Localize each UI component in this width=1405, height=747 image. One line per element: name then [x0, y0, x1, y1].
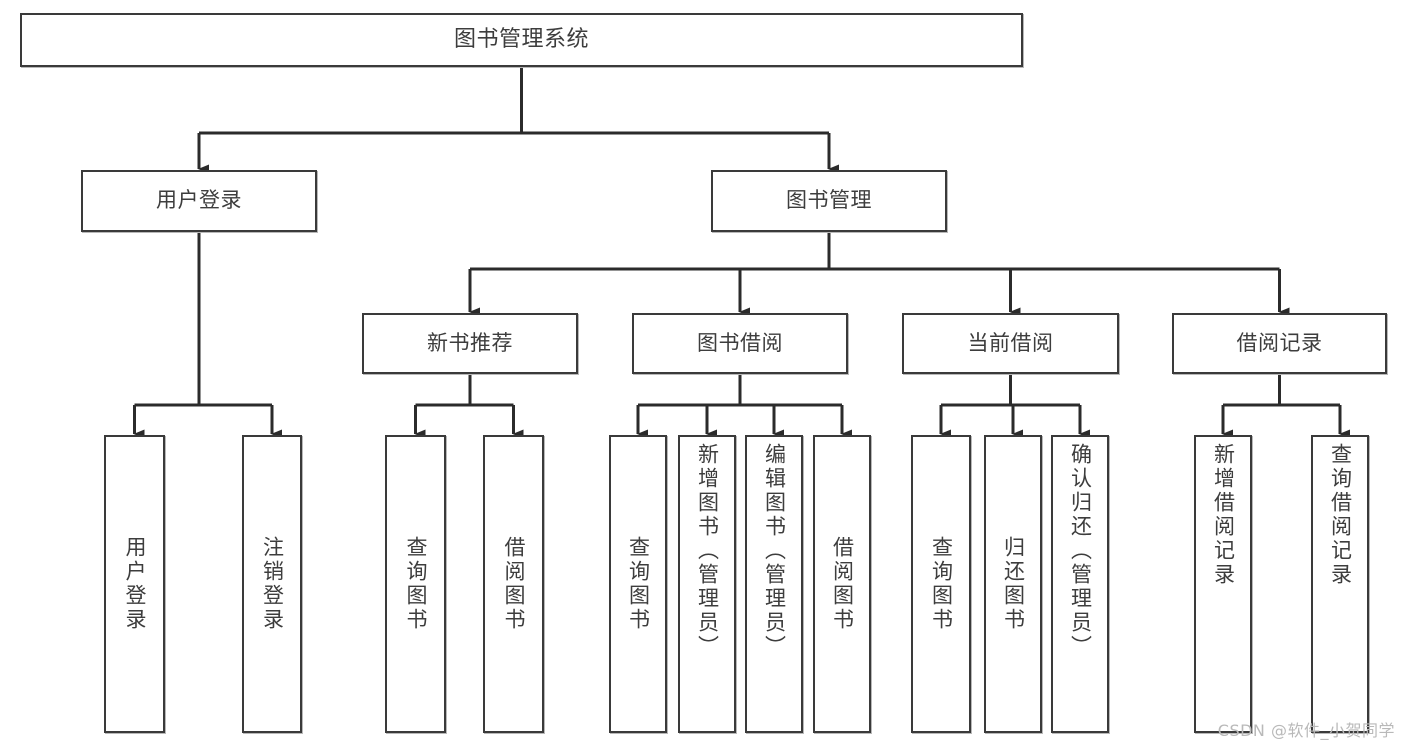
node-label-book-management: 图书管理	[786, 188, 872, 213]
node-book-borrow: 图书借阅	[632, 313, 848, 374]
node-label-book-borrow: 图书借阅	[697, 330, 783, 355]
node-user-login: 用户登录	[81, 170, 317, 232]
node-label-leaf-query-book-borrow: 查询图书	[626, 536, 651, 632]
node-label-leaf-query-book-current: 查询图书	[929, 536, 954, 632]
node-label-new-book-recommend: 新书推荐	[427, 330, 513, 355]
node-label-leaf-logout-login: 注销登录	[260, 536, 285, 632]
node-label-leaf-edit-book-admin: 编辑图书（管理员）	[762, 443, 787, 659]
node-leaf-query-book-current: 查询图书	[911, 435, 971, 733]
node-label-borrow-record: 借阅记录	[1236, 330, 1323, 355]
watermark-label: CSDN @软件_小贺同学	[1217, 721, 1395, 740]
node-label-leaf-add-book-admin: 新增图书（管理员）	[695, 443, 720, 659]
node-borrow-record: 借阅记录	[1172, 313, 1387, 374]
node-leaf-logout-login: 注销登录	[242, 435, 302, 733]
node-label-leaf-add-borrow-record: 新增借阅记录	[1211, 443, 1236, 587]
node-leaf-borrow-book-recommend: 借阅图书	[483, 435, 544, 733]
node-leaf-add-borrow-record: 新增借阅记录	[1194, 435, 1252, 733]
node-leaf-edit-book-admin: 编辑图书（管理员）	[745, 435, 803, 733]
node-label-root: 图书管理系统	[453, 26, 589, 52]
node-root: 图书管理系统	[20, 13, 1023, 67]
node-leaf-return-book: 归还图书	[984, 435, 1042, 733]
node-leaf-user-login: 用户登录	[104, 435, 165, 733]
node-label-user-login: 用户登录	[156, 188, 242, 213]
node-leaf-add-book-admin: 新增图书（管理员）	[678, 435, 736, 733]
node-label-leaf-borrow-book-recommend: 借阅图书	[502, 536, 526, 632]
node-label-leaf-user-login: 用户登录	[123, 536, 147, 632]
node-leaf-query-borrow-record: 查询借阅记录	[1311, 435, 1369, 733]
node-leaf-borrow-book: 借阅图书	[813, 435, 871, 733]
node-label-leaf-return-book: 归还图书	[1001, 536, 1026, 632]
node-label-current-borrow: 当前借阅	[967, 330, 1054, 355]
node-label-leaf-query-borrow-record: 查询借阅记录	[1328, 443, 1353, 587]
node-label-leaf-confirm-return-admin: 确认归还（管理员）	[1068, 443, 1093, 659]
node-book-management: 图书管理	[711, 170, 947, 232]
node-new-book-recommend: 新书推荐	[362, 313, 578, 374]
node-current-borrow: 当前借阅	[902, 313, 1119, 374]
node-label-leaf-query-book-recommend: 查询图书	[404, 536, 428, 632]
node-leaf-query-book-borrow: 查询图书	[609, 435, 667, 733]
node-leaf-query-book-recommend: 查询图书	[385, 435, 446, 733]
node-leaf-confirm-return-admin: 确认归还（管理员）	[1051, 435, 1109, 733]
node-label-leaf-borrow-book: 借阅图书	[830, 536, 855, 632]
